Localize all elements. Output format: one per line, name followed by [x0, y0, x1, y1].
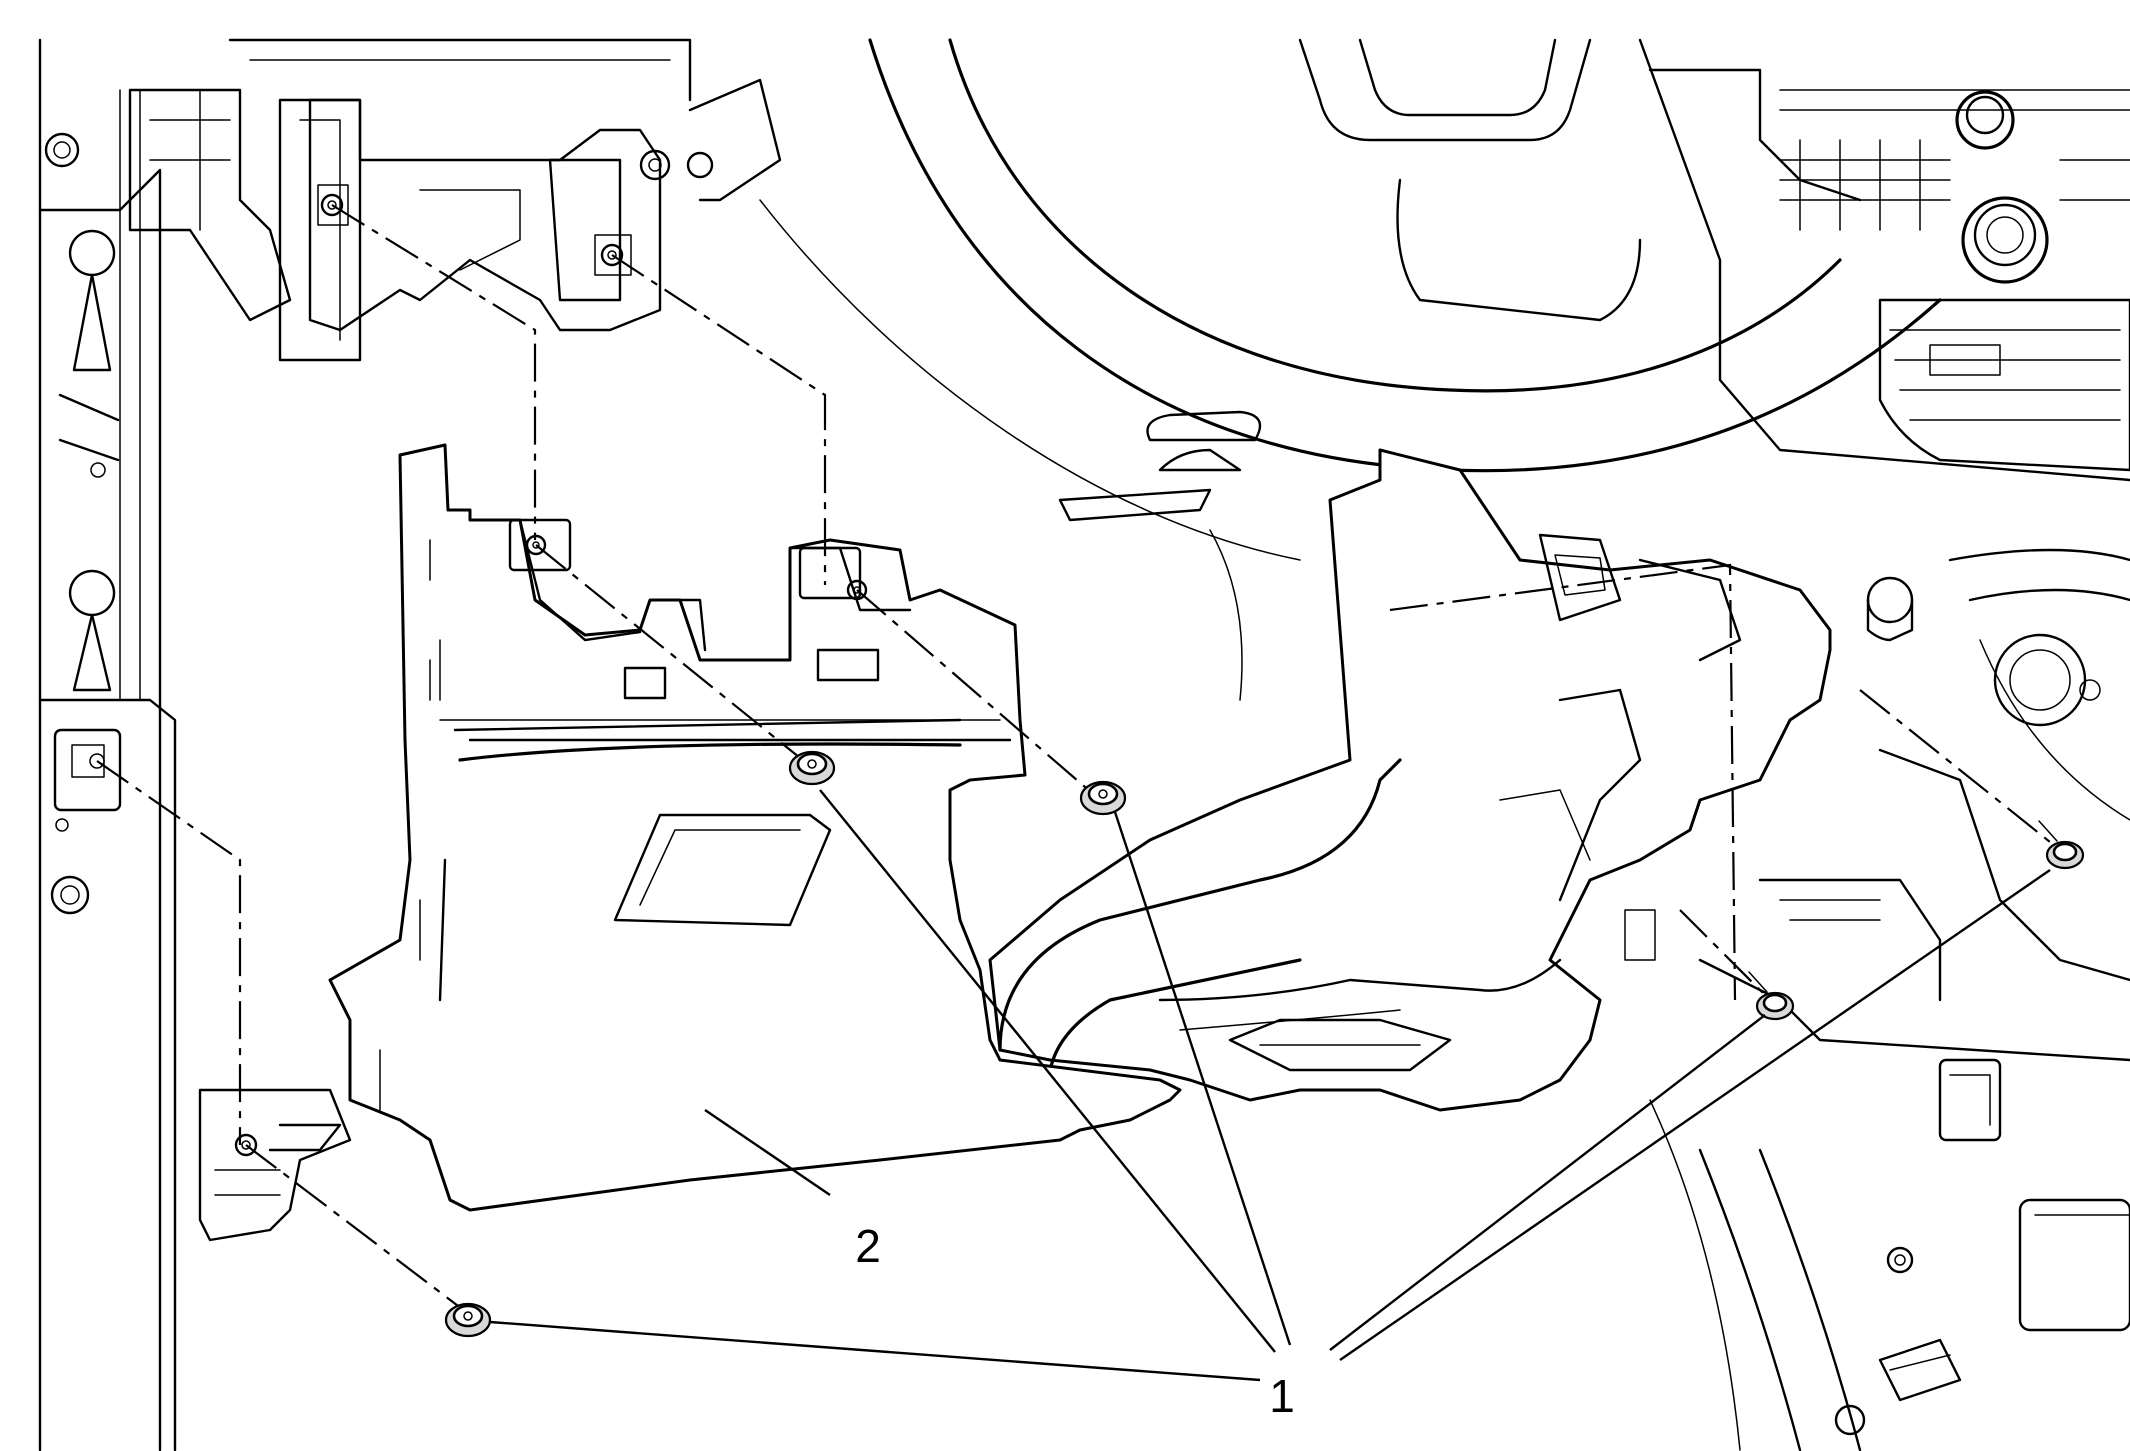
fasteners — [444, 750, 2085, 1338]
callout-2-label: 2 — [855, 1220, 881, 1272]
fastener-5 — [2038, 820, 2085, 870]
knee-bolster-panel — [198, 443, 1182, 1242]
center-stack — [1638, 38, 2130, 821]
leader-lines — [489, 789, 2051, 1382]
fastener-3 — [1079, 780, 1127, 816]
lower-right-structure — [1649, 748, 2130, 1451]
knee-bolster-bracket — [988, 448, 1914, 1112]
left-frame-structure — [38, 38, 362, 1451]
fastener-2 — [788, 750, 836, 786]
callout-labels: 1 2 — [855, 1220, 1295, 1422]
fastener-1 — [444, 1302, 492, 1338]
alignment-lines — [96, 204, 2061, 1316]
callout-1-label: 1 — [1269, 1370, 1295, 1422]
upper-dash-brackets — [228, 38, 782, 332]
fastener-4 — [1748, 971, 1795, 1021]
